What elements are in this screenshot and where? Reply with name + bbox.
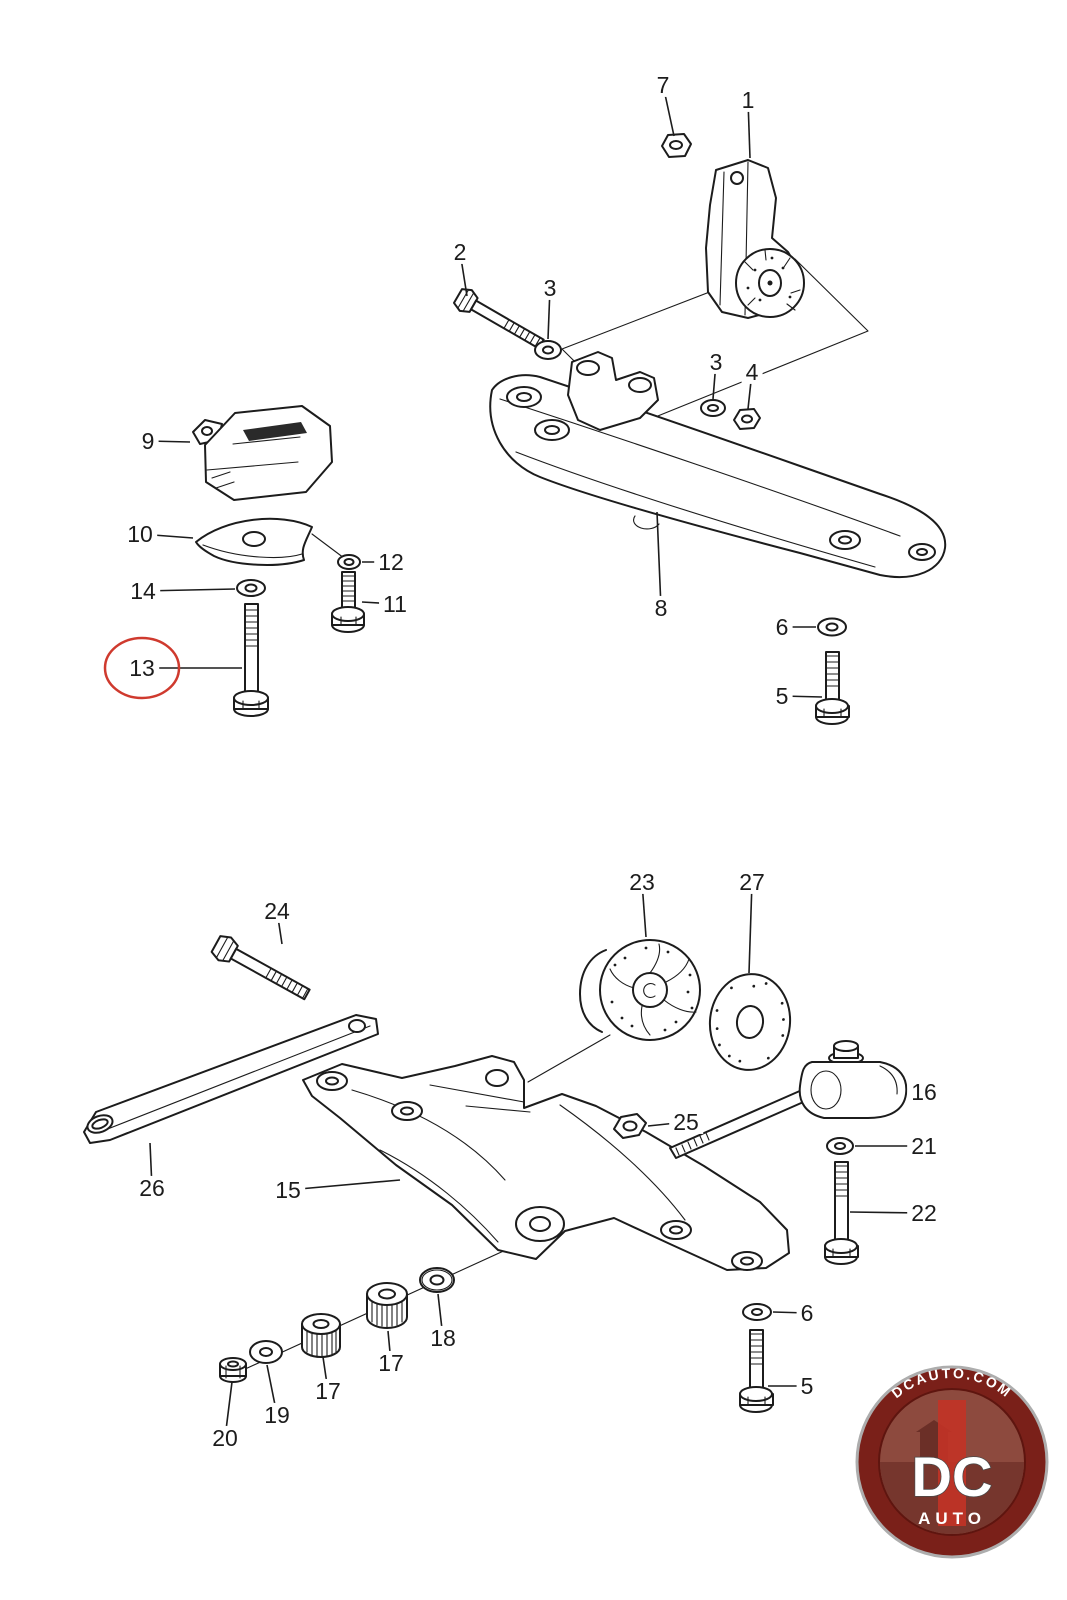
callout-21[interactable]: 21 (907, 1134, 941, 1158)
alignment-line (527, 1034, 611, 1083)
part-washer-3-right (700, 399, 726, 417)
part-bolt-24 (210, 935, 311, 1001)
callout-25[interactable]: 25 (669, 1110, 703, 1134)
part-cover-plate-10 (195, 517, 345, 566)
part-washer-19 (249, 1340, 283, 1364)
callout-16[interactable]: 16 (907, 1080, 941, 1104)
callout-17[interactable]: 17 (374, 1351, 408, 1375)
part-washer-6-upper (817, 617, 847, 637)
part-nut-25 (613, 1113, 647, 1139)
dcauto-logo-badge: DCAUTO.COM DC AUTO (855, 1365, 1049, 1559)
callout-19[interactable]: 19 (260, 1403, 294, 1427)
part-washer-3-left (534, 340, 562, 360)
part-washer-12 (337, 554, 361, 570)
part-bolt-13 (233, 603, 269, 717)
part-transmission-mount-9 (192, 405, 333, 501)
part-bolt-2 (453, 288, 545, 350)
part-torque-strap-26 (83, 1014, 379, 1144)
part-washer-18 (419, 1267, 455, 1293)
logo-monogram: DC (912, 1445, 993, 1508)
callout-24[interactable]: 24 (260, 899, 294, 923)
part-engine-mount-1 (705, 159, 805, 319)
engine-mount-diagram (192, 133, 947, 725)
part-bolt-5-upper (815, 651, 850, 725)
part-bushing-17-left (301, 1313, 341, 1358)
part-nut-7 (661, 133, 692, 158)
leader-line-8 (656, 511, 662, 609)
part-nut-4 (733, 408, 761, 430)
callout-6[interactable]: 6 (796, 1301, 818, 1325)
part-washer-6-lower (742, 1303, 772, 1321)
callout-26[interactable]: 26 (135, 1176, 169, 1200)
callout-23[interactable]: 23 (625, 870, 659, 894)
callout-12[interactable]: 12 (374, 550, 408, 574)
callout-10[interactable]: 10 (123, 522, 157, 546)
part-support-bracket-3 (567, 351, 659, 431)
callout-9[interactable]: 9 (137, 429, 159, 453)
callout-22[interactable]: 22 (907, 1201, 941, 1225)
logo-subtext: AUTO (918, 1509, 986, 1528)
callout-2[interactable]: 2 (449, 240, 471, 264)
callout-8[interactable]: 8 (650, 596, 672, 620)
callout-17[interactable]: 17 (311, 1379, 345, 1403)
callout-14[interactable]: 14 (126, 579, 160, 603)
highlight-layer (103, 636, 181, 700)
part-washer-21 (826, 1137, 854, 1155)
part-bushing-17-right (366, 1282, 408, 1329)
callout-13[interactable]: 13 (125, 656, 159, 680)
part-bolt-11 (331, 571, 365, 633)
callout-27[interactable]: 27 (735, 870, 769, 894)
transmission-carrier-diagram (83, 935, 908, 1413)
part-washer-27 (708, 973, 792, 1071)
callout-15[interactable]: 15 (271, 1178, 305, 1202)
part-nut-20 (219, 1357, 247, 1383)
callout-7[interactable]: 7 (652, 73, 674, 97)
callout-6[interactable]: 6 (771, 615, 793, 639)
part-carrier-bracket-15 (302, 1055, 790, 1271)
part-mount-16 (669, 1040, 908, 1159)
callout-5[interactable]: 5 (796, 1374, 818, 1398)
part-washer-14 (236, 579, 266, 597)
part-bolt-5-lower (739, 1329, 774, 1413)
callout-3[interactable]: 3 (539, 276, 561, 300)
callout-20[interactable]: 20 (208, 1426, 242, 1450)
callout-1[interactable]: 1 (737, 88, 759, 112)
callout-3[interactable]: 3 (705, 350, 727, 374)
part-mount-23 (579, 939, 701, 1041)
logo-stripe (938, 1400, 966, 1526)
callout-18[interactable]: 18 (426, 1326, 460, 1350)
callout-4[interactable]: 4 (741, 360, 763, 384)
leader-line-15 (287, 1179, 401, 1191)
leader-line-27 (748, 881, 753, 974)
callout-11[interactable]: 11 (379, 592, 411, 616)
highlight-circle (103, 636, 181, 700)
callout-5[interactable]: 5 (771, 684, 793, 708)
part-bolt-22 (824, 1161, 859, 1265)
